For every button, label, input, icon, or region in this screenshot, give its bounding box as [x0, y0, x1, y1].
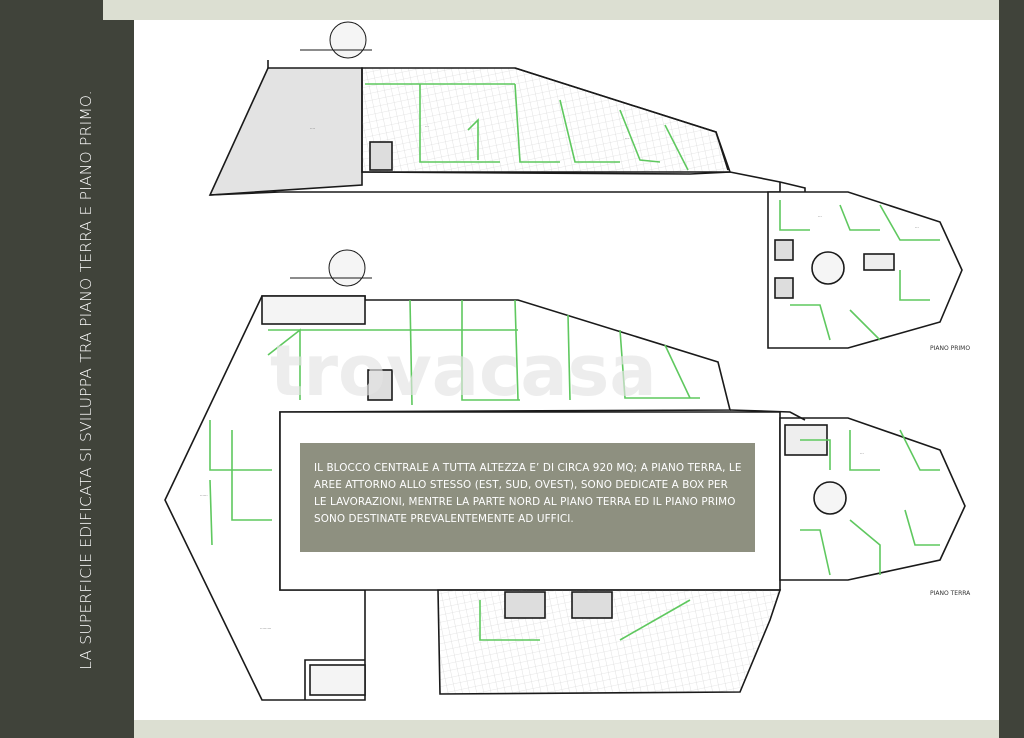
- ground-floor-label: PIANO TERRA: [930, 590, 971, 597]
- first-floor-label: PIANO PRIMO: [930, 345, 971, 352]
- ground-floor-east-wing: [779, 417, 966, 581]
- left-margin: [0, 0, 38, 738]
- description-text: IL BLOCCO CENTRALE A TUTTA ALTEZZA E’ DI…: [314, 462, 742, 525]
- ground-stair-core: [367, 369, 393, 401]
- right-margin: [999, 0, 1024, 738]
- first-floor-plan: [208, 21, 963, 349]
- svg-text:···: ···: [625, 136, 629, 141]
- first-floor-green-partitions: [365, 83, 940, 341]
- first-floor-west-wing: [208, 67, 363, 196]
- svg-text:···: ···: [425, 124, 429, 129]
- sidebar: [38, 0, 134, 738]
- svg-text:····: ····: [310, 126, 315, 131]
- watermark: trovacasa: [270, 330, 657, 412]
- spiral-stair-first: [811, 251, 845, 285]
- svg-text:···: ···: [818, 214, 822, 219]
- stair-core: [369, 141, 393, 171]
- description-note: IL BLOCCO CENTRALE A TUTTA ALTEZZA E’ DI…: [300, 443, 755, 552]
- bottom-band: [134, 720, 999, 738]
- spiral-stair-exterior-bottom: [328, 249, 366, 287]
- spiral-stair-ground: [813, 481, 847, 515]
- spiral-stair-exterior-top: [329, 21, 367, 59]
- top-band: [103, 0, 999, 20]
- svg-text:·········: ·········: [260, 626, 271, 631]
- svg-text:······: ······: [200, 493, 208, 498]
- svg-text:···: ···: [915, 225, 919, 230]
- ground-floor-green-partitions: [209, 299, 940, 641]
- svg-text:···: ···: [860, 451, 864, 456]
